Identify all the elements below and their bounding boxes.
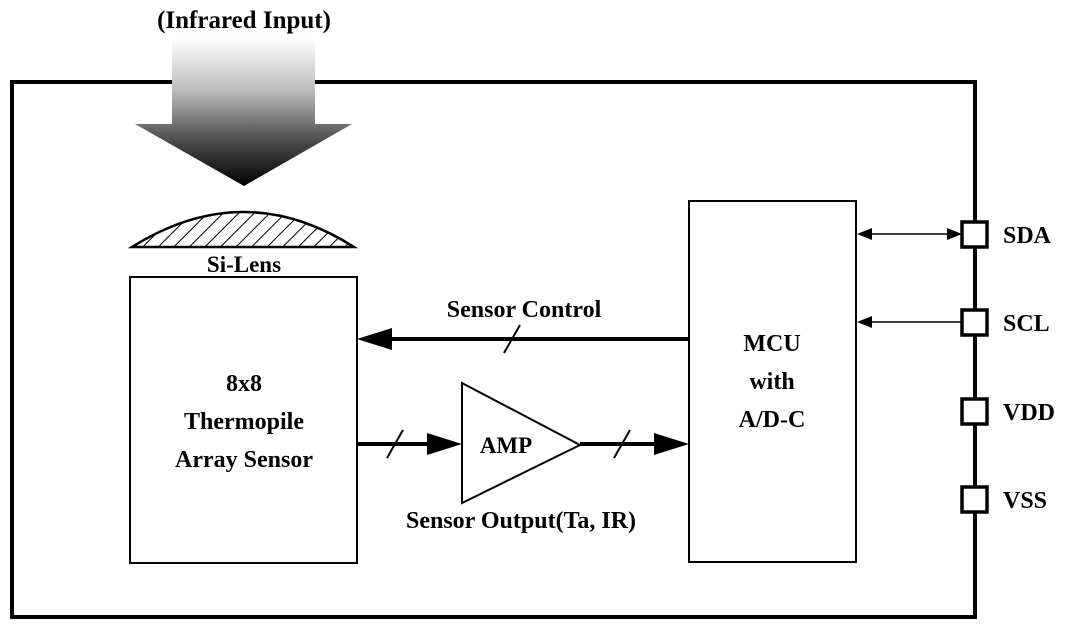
sensor-control-bus-slash bbox=[503, 324, 521, 354]
amp-to-mcu-arrowhead-icon bbox=[654, 433, 689, 455]
amp-to-mcu-bus-slash bbox=[613, 429, 631, 459]
mcu-label-line1: MCU bbox=[743, 331, 800, 357]
pin-vdd-label: VDD bbox=[1003, 400, 1055, 426]
sda-arrowhead-left-icon bbox=[857, 228, 872, 240]
sensor-label-line1: 8x8 bbox=[226, 371, 262, 397]
mcu-label-line2: with bbox=[749, 369, 794, 395]
si-lens-label: Si-Lens bbox=[207, 252, 281, 277]
si-lens-icon bbox=[127, 210, 359, 249]
sensor-output-label: Sensor Output(Ta, IR) bbox=[406, 508, 636, 534]
sensor-control-label: Sensor Control bbox=[447, 297, 602, 323]
amplifier-triangle bbox=[461, 381, 583, 505]
pin-scl-label: SCL bbox=[1003, 311, 1050, 337]
thermopile-sensor-block bbox=[129, 276, 358, 564]
sensor-label-line3: Array Sensor bbox=[175, 447, 313, 473]
infrared-input-label: (Infrared Input) bbox=[157, 7, 331, 34]
sensor-to-amp-arrowhead-icon bbox=[427, 433, 462, 455]
pin-vdd bbox=[960, 397, 989, 426]
amp-label: AMP bbox=[480, 433, 532, 458]
pin-vss-label: VSS bbox=[1003, 488, 1047, 514]
scl-arrowhead-icon bbox=[857, 316, 872, 328]
sensor-label-line2: Thermopile bbox=[184, 409, 304, 435]
infrared-input-arrow-icon bbox=[135, 38, 352, 186]
mcu-label-line3: A/D-C bbox=[739, 407, 806, 433]
mcu-block bbox=[688, 200, 857, 563]
pin-scl bbox=[960, 308, 989, 337]
pin-sda-label: SDA bbox=[1003, 223, 1052, 249]
device-package-outline bbox=[10, 80, 977, 619]
pin-sda bbox=[960, 220, 989, 249]
sensor-to-amp-bus-slash bbox=[386, 429, 404, 459]
sda-arrowhead-right-icon bbox=[947, 228, 962, 240]
pin-vss bbox=[960, 485, 989, 514]
sensor-control-arrowhead-icon bbox=[357, 328, 392, 350]
